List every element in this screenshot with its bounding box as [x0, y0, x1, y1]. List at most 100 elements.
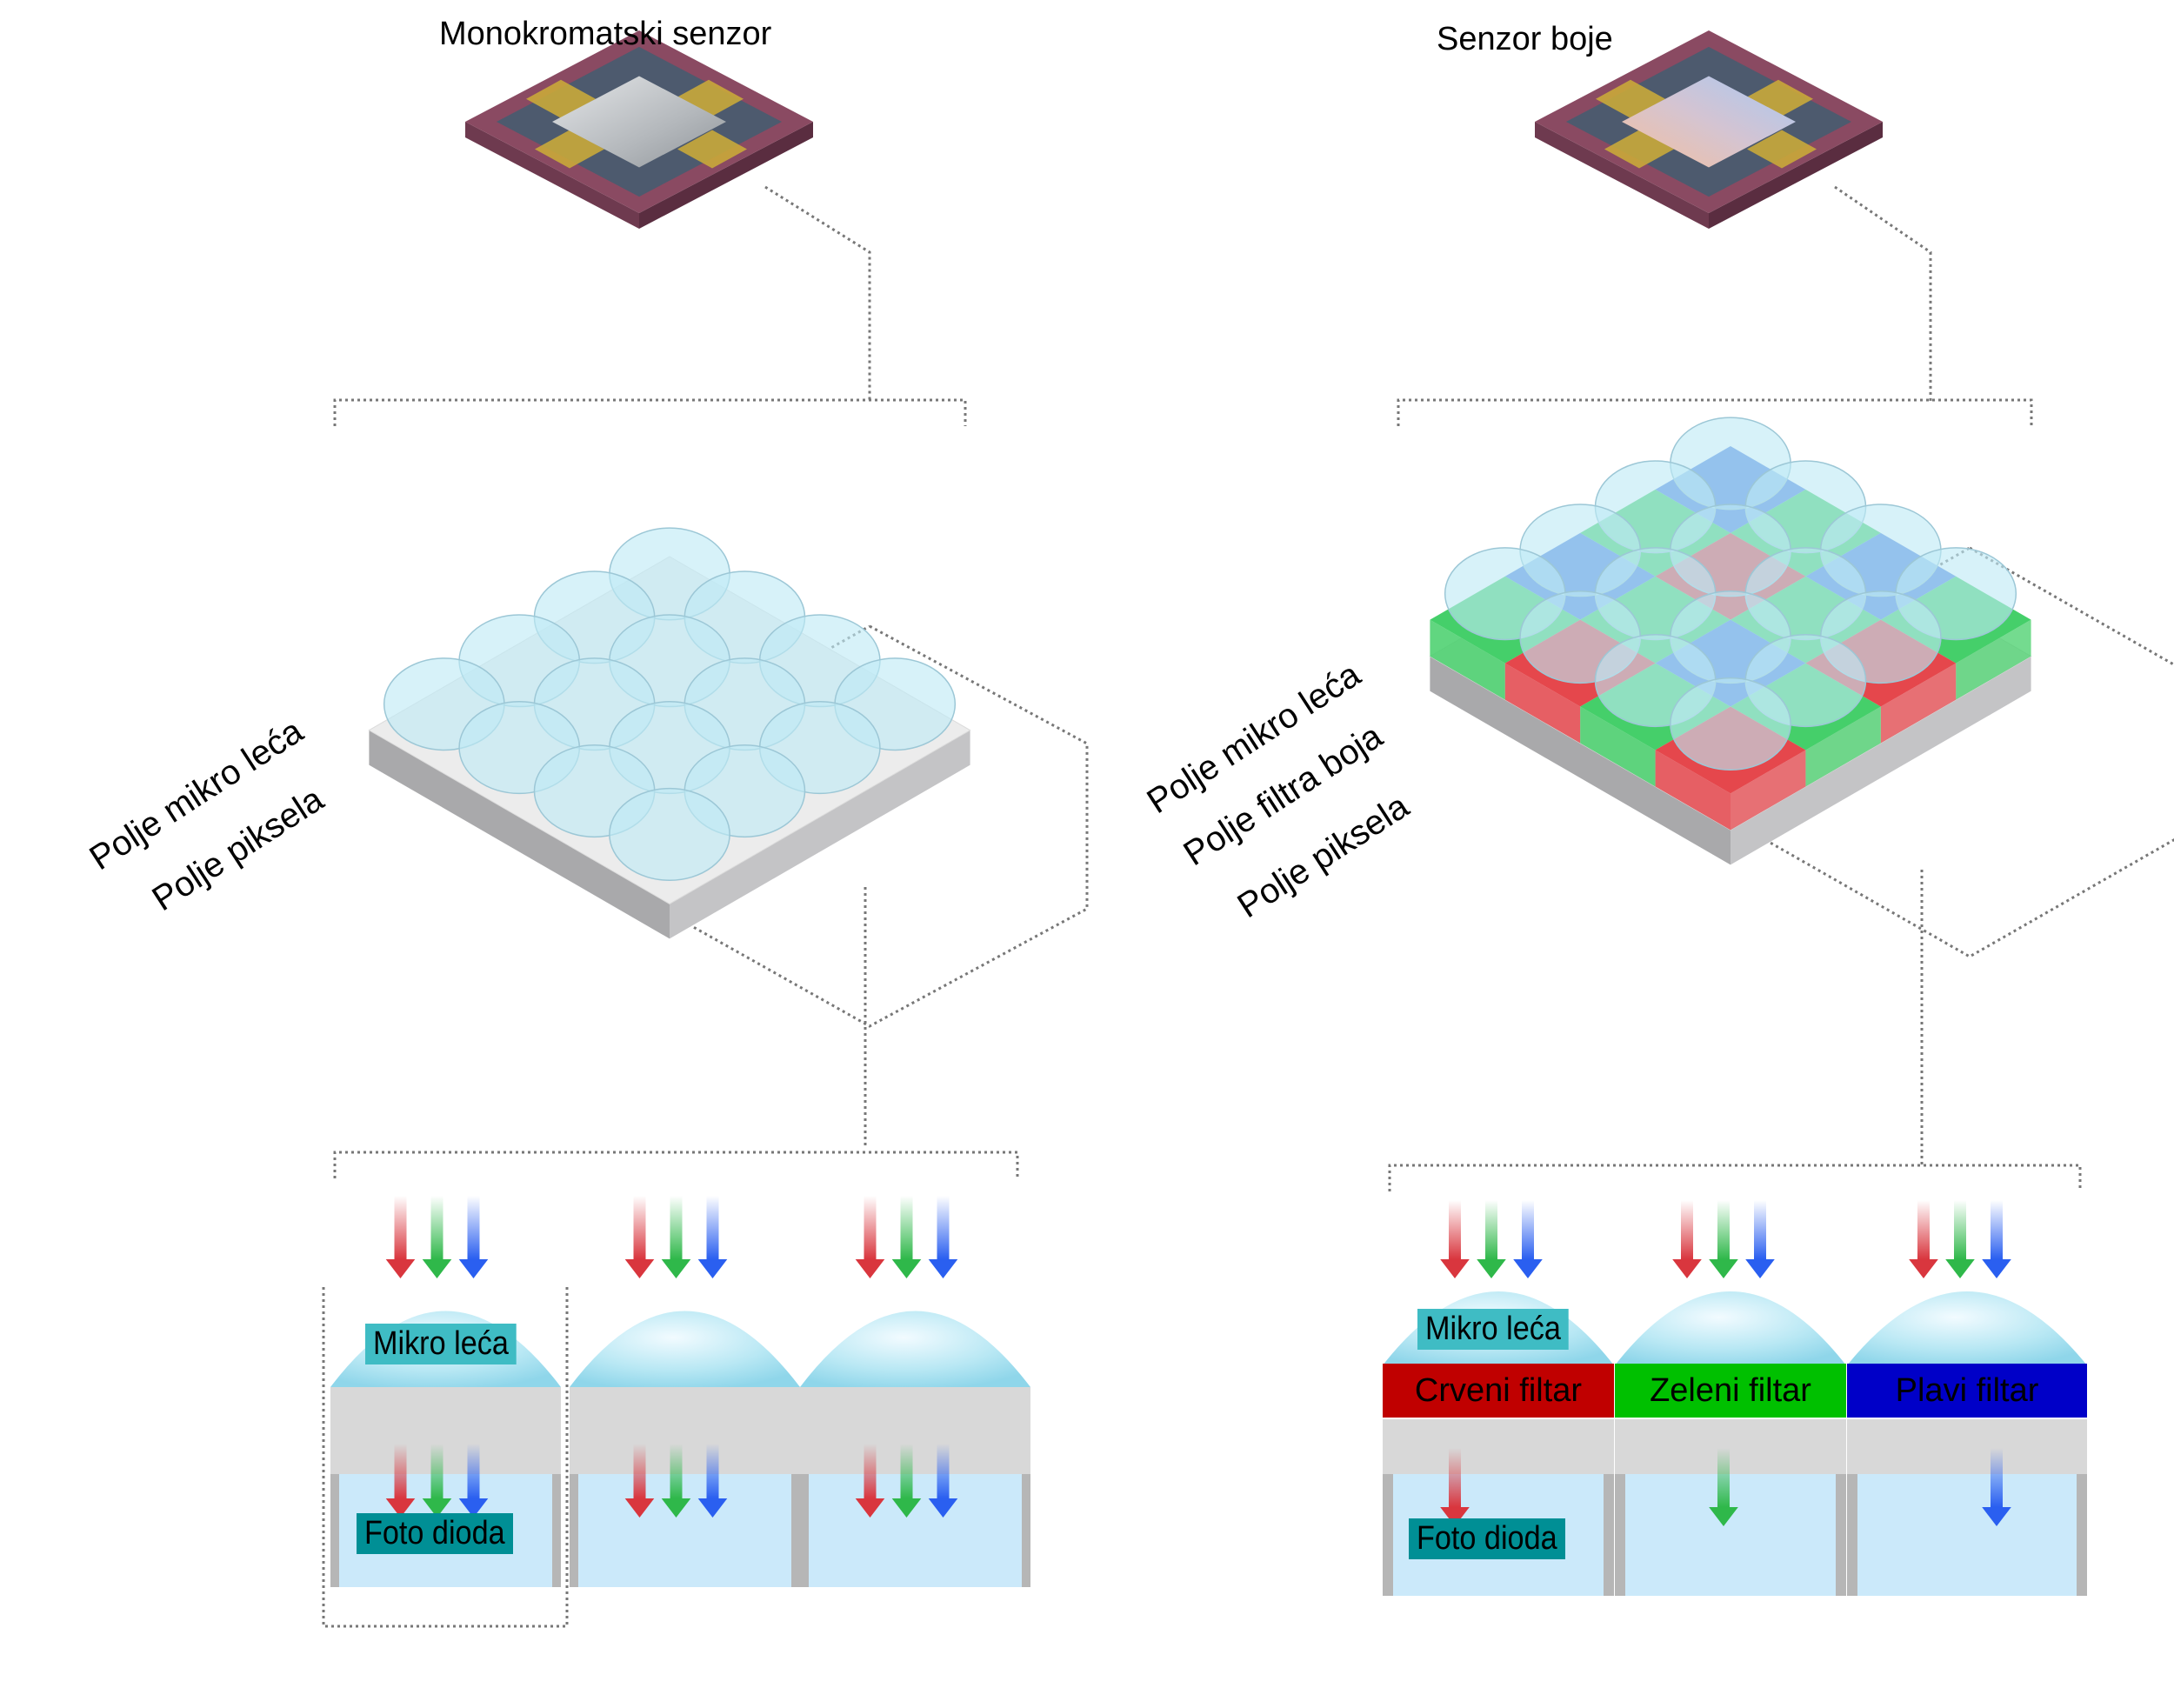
color-filter-side — [1731, 750, 1806, 831]
incoming-light-green-shaft — [1717, 1200, 1730, 1259]
incoming-light-red-head — [1672, 1259, 1702, 1278]
pixel-wall — [1604, 1474, 1614, 1596]
incoming-light-green-head — [1945, 1259, 1975, 1278]
incoming-light-blue-head — [1982, 1259, 2011, 1278]
pixel-array-side-left — [1430, 656, 1731, 865]
incoming-light-blue-head — [1513, 1259, 1543, 1278]
incoming-light-red-shaft — [1449, 1200, 1461, 1259]
incoming-light-blue — [697, 1196, 728, 1278]
color-chip-connector — [1834, 185, 1932, 402]
green-filter-label: Zeleni filtar — [1650, 1371, 1811, 1409]
incoming-light-green-head — [891, 1259, 922, 1278]
pixel-wall — [330, 1474, 339, 1587]
incoming-light-red-head — [624, 1259, 655, 1278]
incoming-light-blue-head — [928, 1259, 958, 1278]
incoming-light-green-shaft — [1954, 1200, 1966, 1259]
incoming-light-green — [1477, 1200, 1506, 1278]
filtered-light-blue — [1982, 1448, 2011, 1526]
microlens-dome — [1847, 1291, 2087, 1365]
mono-highlight-cube — [659, 624, 1089, 1028]
incoming-light-green — [1945, 1200, 1975, 1278]
mono-sensor-chip — [465, 30, 813, 229]
transmitted-light-blue — [928, 1444, 958, 1518]
incoming-light-blue — [1745, 1200, 1775, 1278]
color-isometric-array — [1429, 417, 2032, 865]
filtered-light-blue-shaft — [1991, 1448, 2003, 1507]
mono-cross-section — [330, 1196, 1030, 1587]
incoming-light-green — [891, 1196, 922, 1278]
pixel-array-side-right — [1731, 656, 2031, 865]
blue-filter-label: Plavi filtar — [1895, 1371, 2039, 1409]
green-filter: Zeleni filtar — [1615, 1364, 1846, 1418]
transmitted-light-green-head — [891, 1498, 922, 1518]
chip-bond-pads — [1747, 130, 1817, 169]
transmitted-light-green-shaft — [670, 1444, 683, 1498]
transmitted-light-blue-shaft — [937, 1444, 950, 1498]
incoming-light-red-head — [385, 1259, 416, 1278]
blue-filter: Plavi filtar — [1847, 1364, 2087, 1418]
color-sensor-chip — [1535, 30, 1883, 229]
incoming-light-red-head — [1909, 1259, 1938, 1278]
incoming-light-blue-shaft — [1991, 1200, 2003, 1259]
color-sensor-title: Senzor boje — [1437, 21, 1613, 57]
transmitted-light-green — [422, 1444, 452, 1518]
incoming-light-red — [385, 1196, 416, 1278]
color-array-bracket — [1397, 398, 2033, 426]
microlens-dome — [570, 1311, 800, 1387]
red-filter: Crveni filtar — [1383, 1364, 1614, 1418]
incoming-light-green-shaft — [670, 1196, 683, 1259]
microlens-dome — [1615, 1291, 1846, 1365]
incoming-light-blue — [458, 1196, 489, 1278]
transmitted-light-red — [855, 1444, 885, 1518]
incoming-light-blue-shaft — [467, 1196, 480, 1259]
chip-die — [552, 76, 726, 168]
transmitted-light-red-head — [624, 1498, 655, 1518]
incoming-light-red-shaft — [1917, 1200, 1930, 1259]
incoming-light-green — [1709, 1200, 1738, 1278]
incoming-light-red — [624, 1196, 655, 1278]
transmitted-light-red-head — [385, 1498, 416, 1518]
pixel-wall — [1615, 1474, 1625, 1596]
pixel-wall — [552, 1474, 561, 1587]
incoming-light-blue — [1513, 1200, 1543, 1278]
transmitted-light-blue — [458, 1444, 489, 1518]
color-filter-side — [1805, 706, 1881, 787]
incoming-light-blue-shaft — [937, 1196, 950, 1259]
mono-photodiode-label: Foto dioda — [357, 1513, 513, 1554]
transmitted-light-blue-shaft — [467, 1444, 480, 1498]
color-section-bracket — [1388, 1164, 2082, 1191]
color-photodiode-label: Foto dioda — [1409, 1518, 1565, 1559]
chip-side-left — [1535, 122, 1709, 229]
chip-side-right — [1709, 122, 1883, 229]
filtered-light-red — [1440, 1448, 1470, 1526]
chip-side-left — [465, 122, 639, 229]
transmitted-light-red-shaft — [633, 1444, 646, 1498]
filtered-light-green-head — [1709, 1507, 1738, 1526]
color-cross-section — [1383, 1200, 2087, 1596]
pixel-wall — [570, 1474, 578, 1587]
mono-array-bracket — [333, 398, 967, 426]
pixel-wall — [2077, 1474, 2087, 1596]
pixel-wall — [1383, 1474, 1393, 1596]
incoming-light-blue-head — [1745, 1259, 1775, 1278]
transmitted-light-blue — [697, 1444, 728, 1518]
filtered-light-green — [1709, 1448, 1738, 1526]
transmitted-light-green-shaft — [430, 1444, 443, 1498]
transmitted-light-green — [891, 1444, 922, 1518]
transmitted-light-red — [624, 1444, 655, 1518]
filtered-light-red-shaft — [1449, 1448, 1461, 1507]
photodiode — [809, 1474, 1022, 1587]
transmitted-light-green-shaft — [900, 1444, 913, 1498]
transmitted-light-green-head — [422, 1498, 452, 1518]
transmitted-light-blue-head — [697, 1498, 728, 1518]
mono-microlens-label: Mikro leća — [365, 1324, 517, 1364]
transmitted-light-red-shaft — [864, 1444, 877, 1498]
microlens — [1670, 677, 1791, 771]
incoming-light-green — [661, 1196, 691, 1278]
incoming-light-green-head — [1709, 1259, 1738, 1278]
color-filter-side — [1430, 619, 1505, 700]
filtered-light-green-shaft — [1717, 1448, 1730, 1507]
mono-sensor-title: Monokromatski senzor — [439, 16, 772, 52]
